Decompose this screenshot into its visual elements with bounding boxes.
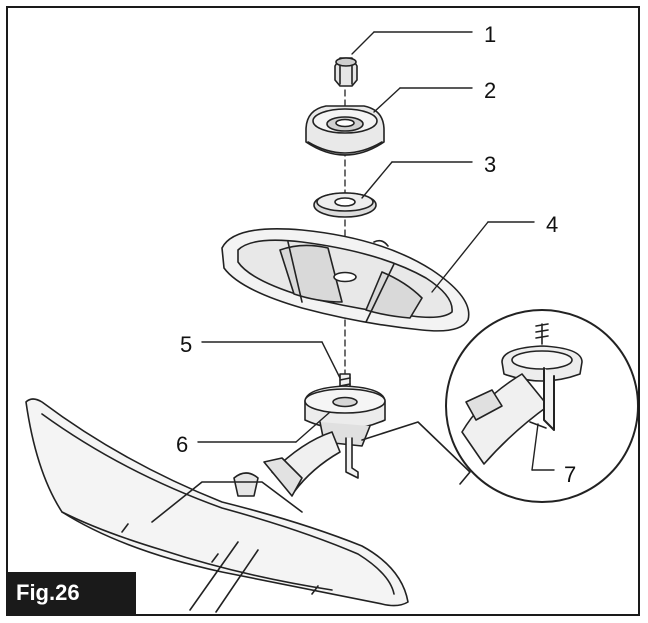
- washer-part: [313, 192, 377, 218]
- callout-3: 3: [484, 152, 497, 177]
- hex-key-small: [345, 437, 359, 479]
- callout-7: 7: [564, 462, 577, 487]
- cap-part: [305, 105, 385, 156]
- base-holder-part: [304, 385, 386, 447]
- blade-plate-part: [221, 228, 470, 332]
- callout-1: 1: [484, 22, 497, 47]
- callout-6: 6: [176, 432, 189, 457]
- callout-leaders: [197, 31, 555, 471]
- detail-magnifier: [445, 309, 638, 503]
- magnifier-leader: [361, 421, 471, 485]
- shaft-and-guard: [25, 398, 409, 613]
- figure-frame: 1 2 3 4 5 6 7 Fig.26: [6, 6, 640, 616]
- callout-2: 2: [484, 78, 497, 103]
- assembly-drawing: [25, 31, 638, 613]
- figure-label: Fig.26: [8, 572, 136, 614]
- callout-5: 5: [180, 332, 193, 357]
- callout-4: 4: [546, 212, 559, 237]
- nut-part: [334, 57, 358, 87]
